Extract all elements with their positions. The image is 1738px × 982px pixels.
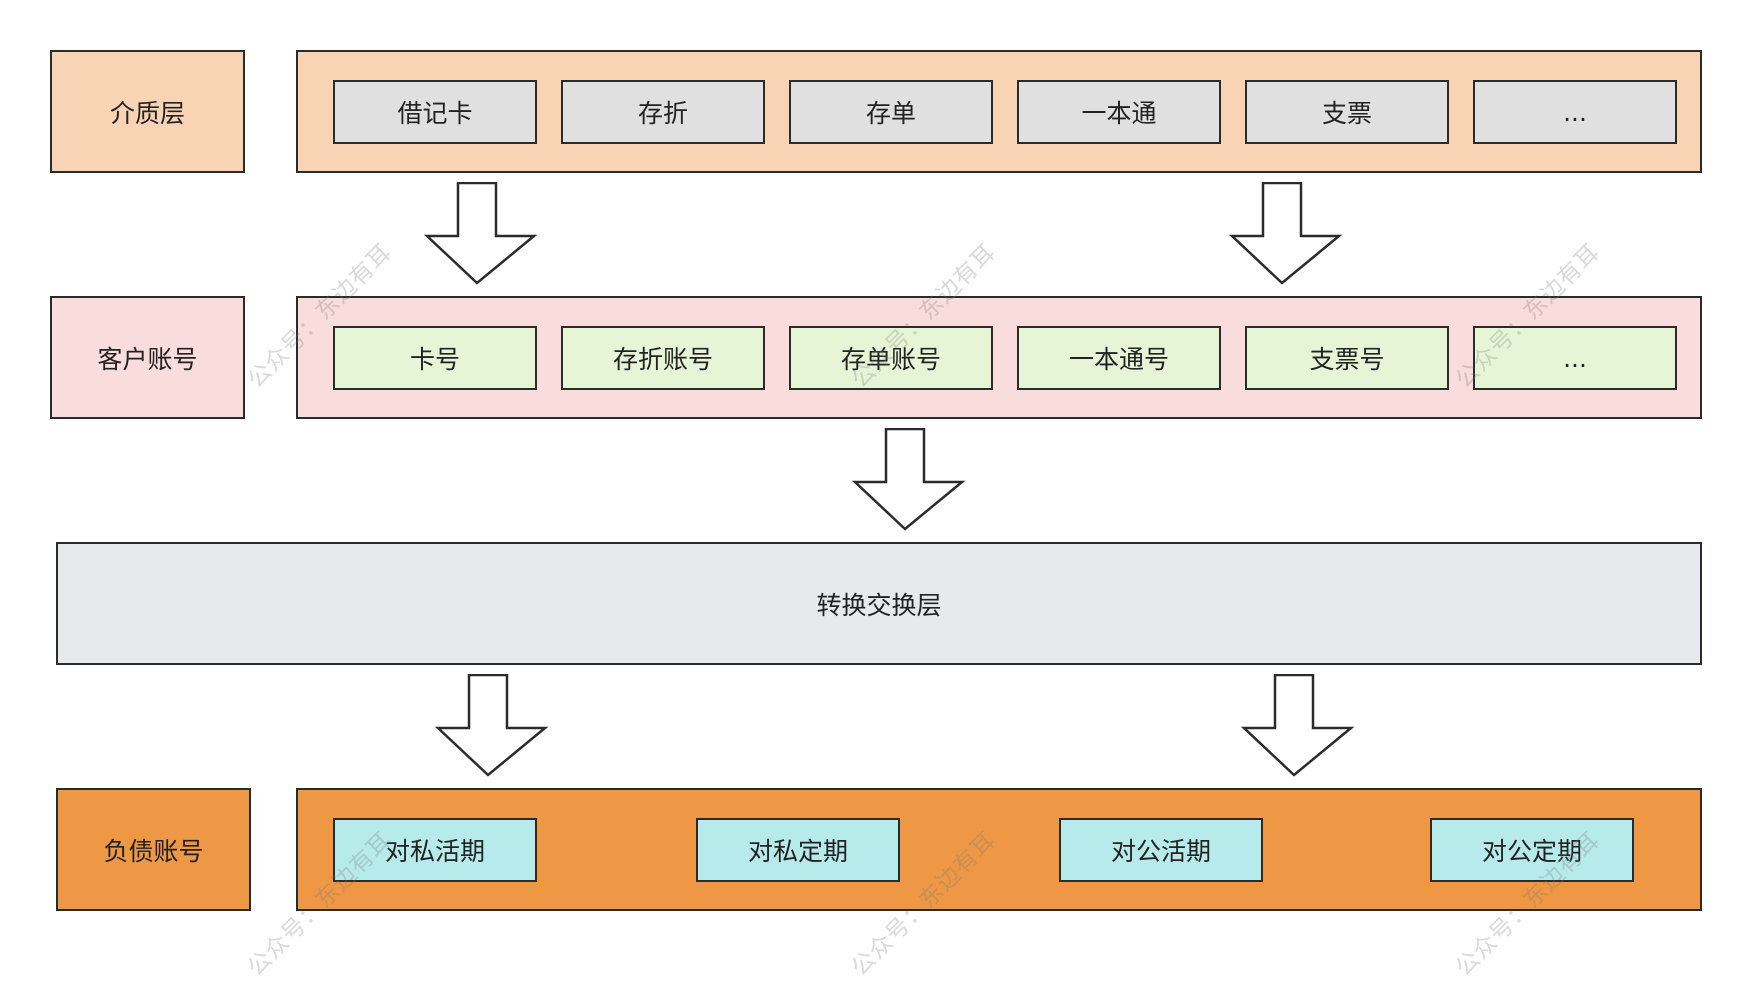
- account-item-deposit-account: 存单账号: [789, 326, 993, 390]
- medium-layer-label: 介质层: [50, 50, 245, 173]
- medium-item-deposit-slip: 存单: [789, 80, 993, 144]
- liability-layer-label-text: 负债账号: [103, 836, 204, 866]
- liability-item-corporate-demand: 对公活期: [1059, 818, 1263, 882]
- liability-item-corporate-fixed: 对公定期: [1430, 818, 1634, 882]
- account-item-label: 支票号: [1309, 345, 1385, 374]
- liability-item-label: 对公定期: [1481, 837, 1582, 866]
- account-item-label: 卡号: [409, 345, 460, 374]
- liability-item-personal-fixed: 对私定期: [696, 818, 900, 882]
- liability-item-label: 对私活期: [384, 837, 485, 866]
- account-layer-container: 卡号 存折账号 存单账号 一本通号 支票号 ...: [296, 296, 1702, 419]
- account-item-label: 一本通号: [1068, 345, 1169, 374]
- medium-item-more: ...: [1473, 80, 1677, 144]
- medium-layer-container: 借记卡 存折 存单 一本通 支票 ...: [296, 50, 1702, 173]
- account-item-label: ...: [1563, 343, 1587, 373]
- medium-item-label: 存折: [637, 99, 688, 128]
- medium-item-label: 支票: [1321, 99, 1372, 128]
- account-item-all-in-one-number: 一本通号: [1017, 326, 1221, 390]
- down-arrow-icon: [852, 428, 966, 531]
- transfer-layer-label: 转换交换层: [816, 590, 942, 620]
- medium-item-label: 存单: [865, 99, 916, 128]
- account-layer-label-text: 客户账号: [97, 344, 198, 374]
- liability-item-personal-demand: 对私活期: [333, 818, 537, 882]
- liability-layer-label: 负债账号: [56, 788, 251, 911]
- medium-item-label: 一本通: [1081, 99, 1157, 128]
- account-item-check-number: 支票号: [1245, 326, 1449, 390]
- transfer-layer: 转换交换层: [56, 542, 1702, 665]
- account-layer-label: 客户账号: [50, 296, 245, 419]
- liability-item-label: 对公活期: [1110, 837, 1211, 866]
- liability-item-label: 对私定期: [747, 837, 848, 866]
- account-item-passbook-account: 存折账号: [561, 326, 765, 390]
- account-item-more: ...: [1473, 326, 1677, 390]
- account-item-card-number: 卡号: [333, 326, 537, 390]
- medium-item-check: 支票: [1245, 80, 1449, 144]
- medium-item-passbook: 存折: [561, 80, 765, 144]
- account-item-label: 存折账号: [612, 345, 713, 374]
- down-arrow-icon: [1241, 674, 1355, 777]
- down-arrow-icon: [424, 182, 538, 285]
- down-arrow-icon: [435, 674, 549, 777]
- medium-item-debit-card: 借记卡: [333, 80, 537, 144]
- down-arrow-icon: [1229, 182, 1343, 285]
- medium-item-passbook-all-in-one: 一本通: [1017, 80, 1221, 144]
- account-item-label: 存单账号: [840, 345, 941, 374]
- medium-layer-label-text: 介质层: [109, 98, 185, 128]
- medium-item-label: ...: [1563, 97, 1587, 127]
- medium-item-label: 借记卡: [397, 99, 473, 128]
- liability-layer-container: 对私活期 对私定期 对公活期 对公定期: [296, 788, 1702, 911]
